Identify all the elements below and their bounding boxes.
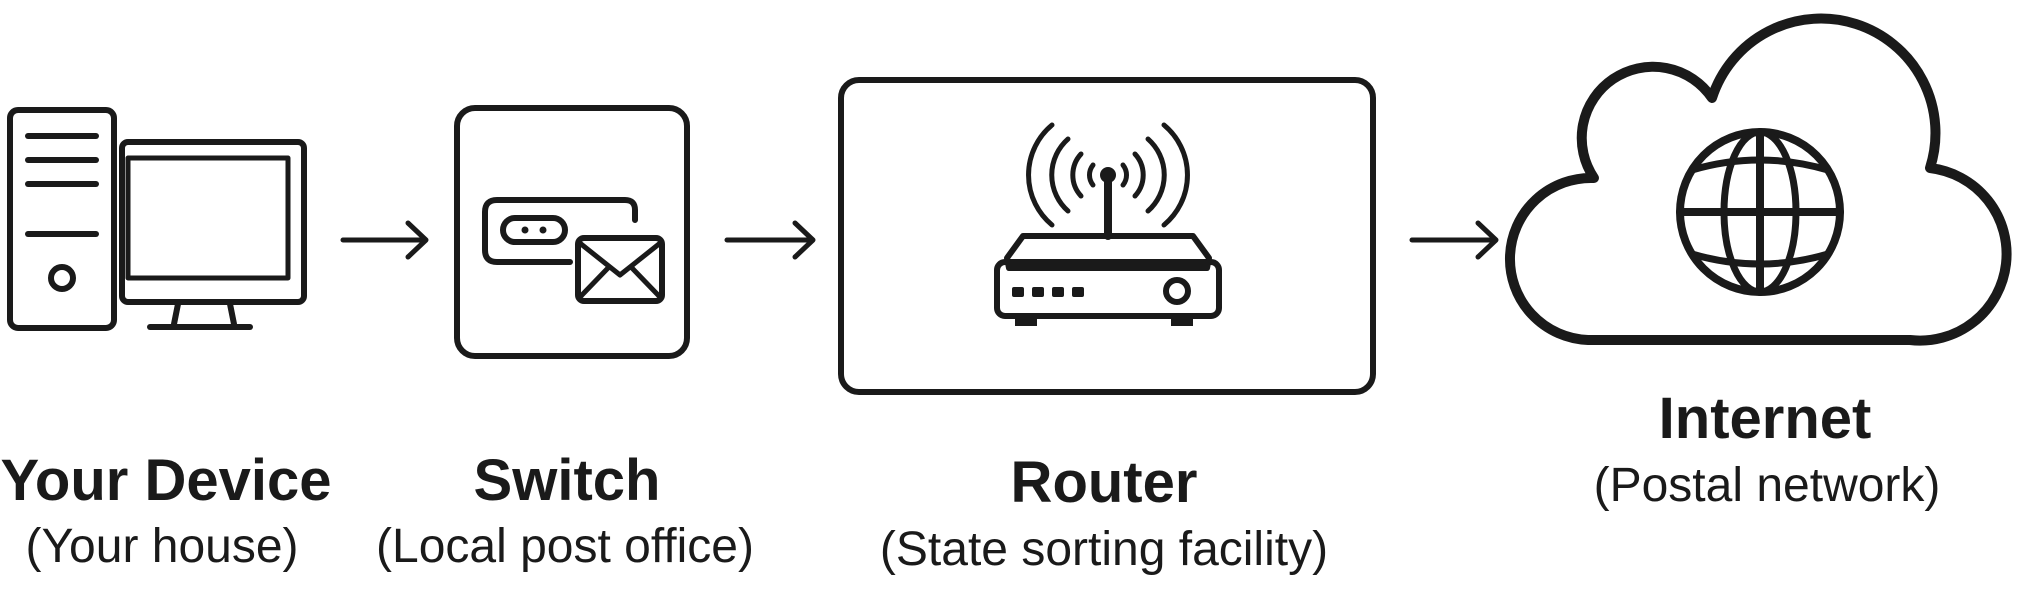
device-subtitle: (Your house) bbox=[25, 520, 299, 573]
desktop-computer-icon bbox=[7, 107, 307, 331]
switch-envelope-icon bbox=[482, 197, 665, 304]
router-title: Router bbox=[1010, 450, 1198, 515]
arrow-device-to-switch bbox=[340, 220, 429, 260]
router-subtitle: (State sorting facility) bbox=[879, 523, 1329, 576]
cloud-globe-icon bbox=[1505, 13, 2012, 346]
switch-title: Switch bbox=[473, 448, 661, 513]
switch-subtitle: (Local post office) bbox=[376, 520, 754, 573]
arrow-switch-to-router bbox=[724, 220, 816, 260]
internet-title: Internet bbox=[1658, 386, 1872, 451]
device-title: Your Device bbox=[0, 448, 332, 513]
computer-tower bbox=[7, 107, 117, 331]
switch-box bbox=[454, 105, 690, 359]
wifi-router-icon bbox=[994, 122, 1222, 326]
computer-monitor bbox=[119, 139, 307, 330]
arrow-router-to-internet bbox=[1409, 220, 1499, 260]
cloud-outline bbox=[1505, 13, 2012, 346]
router-box bbox=[838, 77, 1376, 395]
globe-icon bbox=[1676, 128, 1844, 296]
internet-subtitle: (Postal network) bbox=[1593, 459, 1941, 512]
